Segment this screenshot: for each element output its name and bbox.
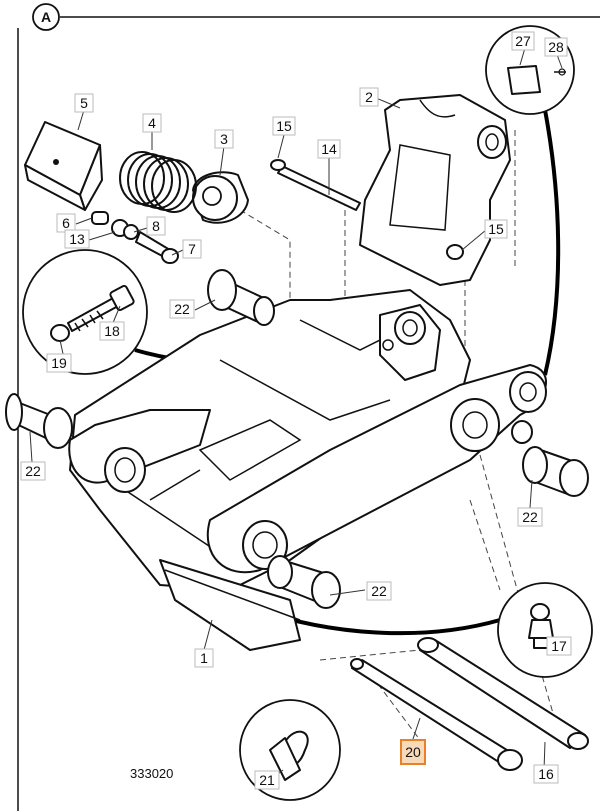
label-part-15-right: 15 xyxy=(488,221,504,237)
callout-part-17 xyxy=(497,582,593,678)
label-part-19: 19 xyxy=(51,355,67,371)
label-part-13: 13 xyxy=(69,231,85,247)
bushing-bottom xyxy=(267,555,341,609)
label-part-20: 20 xyxy=(405,744,421,760)
highlight-box xyxy=(400,739,426,765)
label-part-17: 17 xyxy=(551,638,567,654)
sheet-marker: A xyxy=(32,3,60,31)
label-part-18: 18 xyxy=(104,323,120,339)
pin-part-14 xyxy=(270,159,361,211)
label-part-2: 2 xyxy=(365,89,373,105)
pin-part-20 xyxy=(350,658,523,771)
label-part-4: 4 xyxy=(148,115,156,131)
block-part-5 xyxy=(24,121,103,211)
label-part-28: 28 xyxy=(548,39,564,55)
label-part-5: 5 xyxy=(80,95,88,111)
label-part-22-top: 22 xyxy=(174,301,190,317)
spring-part-4 xyxy=(119,151,197,213)
label-part-8: 8 xyxy=(152,218,160,234)
pin-part-16 xyxy=(417,637,589,750)
callout-link-top xyxy=(543,109,561,376)
main-frame xyxy=(68,289,547,651)
bushing-left-top xyxy=(207,269,275,326)
bushing-left-mid xyxy=(5,393,73,449)
label-part-6: 6 xyxy=(62,215,70,231)
housing-part-3 xyxy=(192,171,249,224)
label-part-22-left: 22 xyxy=(25,463,41,479)
label-part-21: 21 xyxy=(259,772,275,788)
label-part-15-top: 15 xyxy=(276,118,292,134)
label-part-3: 3 xyxy=(220,131,228,147)
label-part-22-right: 22 xyxy=(522,509,538,525)
bracket-part-2 xyxy=(359,94,511,286)
callout-parts-18-19 xyxy=(22,249,148,375)
bushing-right xyxy=(522,446,589,497)
label-part-27: 27 xyxy=(515,33,531,49)
sheet-letter: A xyxy=(41,9,51,25)
small-parts-6-8-13-7 xyxy=(91,211,179,264)
drawing-number: 333020 xyxy=(130,766,173,781)
label-part-22-bottom: 22 xyxy=(371,583,387,599)
label-part-7: 7 xyxy=(188,241,196,257)
part-labels: 5 4 3 15 14 2 15 27 28 6 13 8 7 22 18 19 xyxy=(20,31,572,790)
label-part-16: 16 xyxy=(538,766,554,782)
label-part-14: 14 xyxy=(321,141,337,157)
label-part-1: 1 xyxy=(200,650,208,666)
